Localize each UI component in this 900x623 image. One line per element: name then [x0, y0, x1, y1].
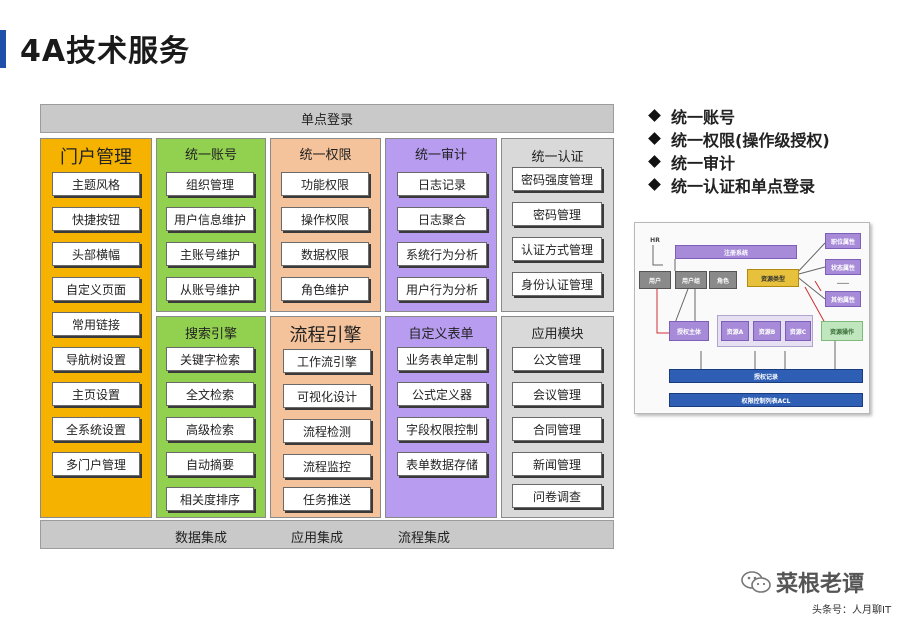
- data-integration-label: 数据集成: [175, 531, 228, 546]
- module-item: 身份认证管理: [512, 272, 602, 296]
- resource-op-box: 资源操作: [821, 321, 863, 341]
- page-title: 4A技术服务: [20, 34, 191, 69]
- resource-a-box: 资源A: [721, 321, 749, 341]
- module-item: 会议管理: [512, 382, 602, 406]
- user-box: 用户: [639, 271, 671, 289]
- module-item: 高级检索: [166, 417, 254, 441]
- diamond-bullet-icon: [648, 178, 661, 191]
- title-accent-bar: [0, 30, 6, 68]
- column-heading: 自定义表单: [408, 327, 474, 342]
- module-item: 表单数据存储: [397, 452, 487, 476]
- module-item: 工作流引擎: [283, 349, 371, 373]
- module-item: 主题风格: [52, 172, 140, 196]
- module-item: 问卷调查: [512, 484, 602, 508]
- module-item: 自定义页面: [52, 277, 140, 301]
- module-item: 公文管理: [512, 347, 602, 371]
- module-item: 新闻管理: [512, 452, 602, 476]
- module-item: 认证方式管理: [512, 237, 602, 261]
- attr3-box: 其他属性: [825, 291, 861, 307]
- column-heading: 搜索引擎: [184, 327, 237, 342]
- module-item: 系统行为分析: [397, 242, 487, 266]
- module-item: 快捷按钮: [52, 207, 140, 231]
- watermark-name: 菜根老谭: [776, 572, 865, 597]
- auth-record-box: 授权记录: [669, 369, 863, 383]
- module-item: 日志聚合: [397, 207, 487, 231]
- diamond-bullet-icon: [648, 155, 661, 168]
- resource-c-box: 资源C: [785, 321, 811, 341]
- module-item: 从账号维护: [166, 277, 254, 301]
- module-item: 用户行为分析: [397, 277, 487, 301]
- column-heading: 统一账号: [184, 148, 237, 163]
- module-item: 日志记录: [397, 172, 487, 196]
- watermark: 菜根老谭: [740, 566, 864, 598]
- module-item: 密码管理: [512, 202, 602, 226]
- module-item: 主页设置: [52, 382, 140, 406]
- flow-integration-label: 流程集成: [398, 531, 451, 546]
- diamond-bullet-icon: [648, 132, 661, 145]
- register-system-box: 注册系统: [675, 245, 797, 259]
- module-item: 任务推送: [283, 487, 371, 511]
- module-item: 字段权限控制: [397, 417, 487, 441]
- module-item: 用户信息维护: [166, 207, 254, 231]
- module-item: 数据权限: [281, 242, 369, 266]
- role-box: 角色: [709, 271, 737, 289]
- ellipsis-label: ……: [837, 278, 849, 286]
- module-item: 多门户管理: [52, 452, 140, 476]
- column-heading: 统一审计: [414, 148, 467, 163]
- module-item: 业务表单定制: [397, 347, 487, 371]
- app-integration-label: 应用集成: [291, 531, 344, 546]
- bullet-row: 统一审计: [648, 150, 830, 173]
- integration-band: 数据集成 应用集成 流程集成: [40, 520, 614, 549]
- hr-label: HR: [650, 236, 660, 244]
- module-item: 公式定义器: [397, 382, 487, 406]
- sso-band: 单点登录: [40, 104, 614, 133]
- module-item: 密码强度管理: [512, 167, 602, 191]
- bullet-row: 统一认证和单点登录: [648, 173, 830, 196]
- bullet-row: 统一权限(操作级授权): [648, 127, 830, 150]
- module-item: 全文检索: [166, 382, 254, 406]
- attr2-box: 状态属性: [825, 259, 861, 275]
- column-heading: 门户管理: [60, 147, 132, 168]
- bullet-row: 统一账号: [648, 104, 830, 127]
- attr1-box: 职位属性: [825, 233, 861, 249]
- module-item: 头部横幅: [52, 242, 140, 266]
- module-item: 流程监控: [283, 454, 371, 478]
- column-heading: 流程引擎: [289, 325, 362, 346]
- resource-b-box: 资源B: [753, 321, 781, 341]
- module-item: 自动摘要: [166, 452, 254, 476]
- module-item: 操作权限: [281, 207, 369, 231]
- module-item: 常用链接: [52, 312, 140, 336]
- acl-box: 权限控制列表ACL: [669, 393, 863, 407]
- module-item: 关键字检索: [166, 347, 254, 371]
- column-heading: 应用模块: [531, 327, 584, 342]
- diamond-bullet-icon: [648, 109, 661, 122]
- user-group-box: 用户组: [675, 271, 707, 289]
- chat-bubbles-icon: [740, 569, 772, 595]
- module-item: 功能权限: [281, 172, 369, 196]
- feature-bullet-list: 统一账号 统一权限(操作级授权) 统一审计 统一认证和单点登录: [648, 104, 830, 196]
- module-item: 全系统设置: [52, 417, 140, 441]
- resource-type-box: 资源类型: [747, 269, 799, 287]
- module-item: 可视化设计: [283, 384, 371, 408]
- module-item: 流程检测: [283, 419, 371, 443]
- module-item: 主账号维护: [166, 242, 254, 266]
- module-item: 相关度排序: [166, 487, 254, 511]
- module-item: 导航树设置: [52, 347, 140, 371]
- module-item: 组织管理: [166, 172, 254, 196]
- watermark-subtitle: 头条号：人月聊IT: [812, 605, 892, 616]
- column-heading: 统一认证: [531, 150, 584, 165]
- module-item: 角色维护: [281, 277, 369, 301]
- auth-subject-box: 授权主体: [669, 321, 709, 341]
- authorization-diagram: HR 注册系统 用户 用户组 角色 资源类型 职位属性 状态属性 …… 其他属性…: [634, 222, 870, 414]
- module-item: 合同管理: [512, 417, 602, 441]
- column-heading: 统一权限: [299, 148, 352, 163]
